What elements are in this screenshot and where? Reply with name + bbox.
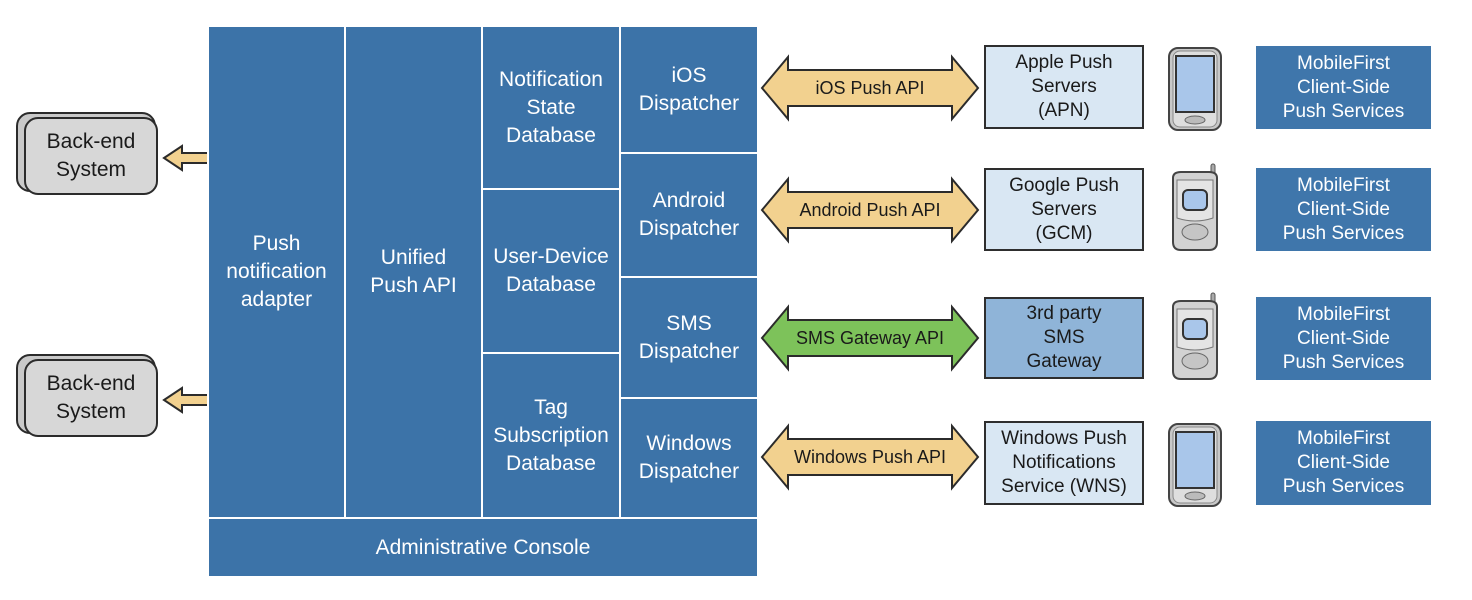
smartphone-icon (1168, 423, 1222, 507)
mobilefirst-client-side-push-services: MobileFirst Client-Side Push Services (1256, 421, 1431, 505)
unified-push-api: Unified Push API (346, 27, 481, 517)
ios-push-api-arrow: iOS Push API (760, 54, 980, 122)
windows-push-api-label: Windows Push API (794, 447, 946, 467)
mobilefirst-client-side-push-services: MobileFirst Client-Side Push Services (1256, 168, 1431, 251)
windows-push-api-arrow: Windows Push API (760, 423, 980, 491)
sms-dispatcher: SMS Dispatcher (621, 278, 757, 397)
backend-system-2: Back-end System (24, 359, 158, 437)
windows-push-notification-service: Windows Push Notifications Service (WNS) (984, 421, 1144, 505)
user-device-database: User-Device Database (483, 190, 619, 352)
flip-phone-icon (1172, 163, 1218, 251)
smartphone-icon (1168, 47, 1222, 131)
sms-gateway-api-label: SMS Gateway API (796, 328, 944, 348)
ios-push-api-label: iOS Push API (815, 78, 924, 98)
flip-phone-icon (1172, 292, 1218, 380)
mobilefirst-client-side-push-services: MobileFirst Client-Side Push Services (1256, 46, 1431, 129)
android-push-api-label: Android Push API (799, 200, 940, 220)
sms-gateway-server: 3rd party SMS Gateway (984, 297, 1144, 379)
android-dispatcher: Android Dispatcher (621, 154, 757, 276)
backend-system-1: Back-end System (24, 117, 158, 195)
windows-dispatcher: Windows Dispatcher (621, 399, 757, 517)
tag-subscription-database: Tag Subscription Database (483, 354, 619, 517)
sms-gateway-api-arrow: SMS Gateway API (760, 304, 980, 372)
android-push-api-arrow: Android Push API (760, 176, 980, 244)
google-push-servers: Google Push Servers (GCM) (984, 168, 1144, 251)
push-notification-adapter: Push notification adapter (209, 27, 344, 517)
apple-push-servers: Apple Push Servers (APN) (984, 45, 1144, 129)
mobilefirst-client-side-push-services: MobileFirst Client-Side Push Services (1256, 297, 1431, 380)
notification-state-database: Notification State Database (483, 27, 619, 188)
administrative-console: Administrative Console (209, 519, 757, 576)
ios-dispatcher: iOS Dispatcher (621, 27, 757, 152)
